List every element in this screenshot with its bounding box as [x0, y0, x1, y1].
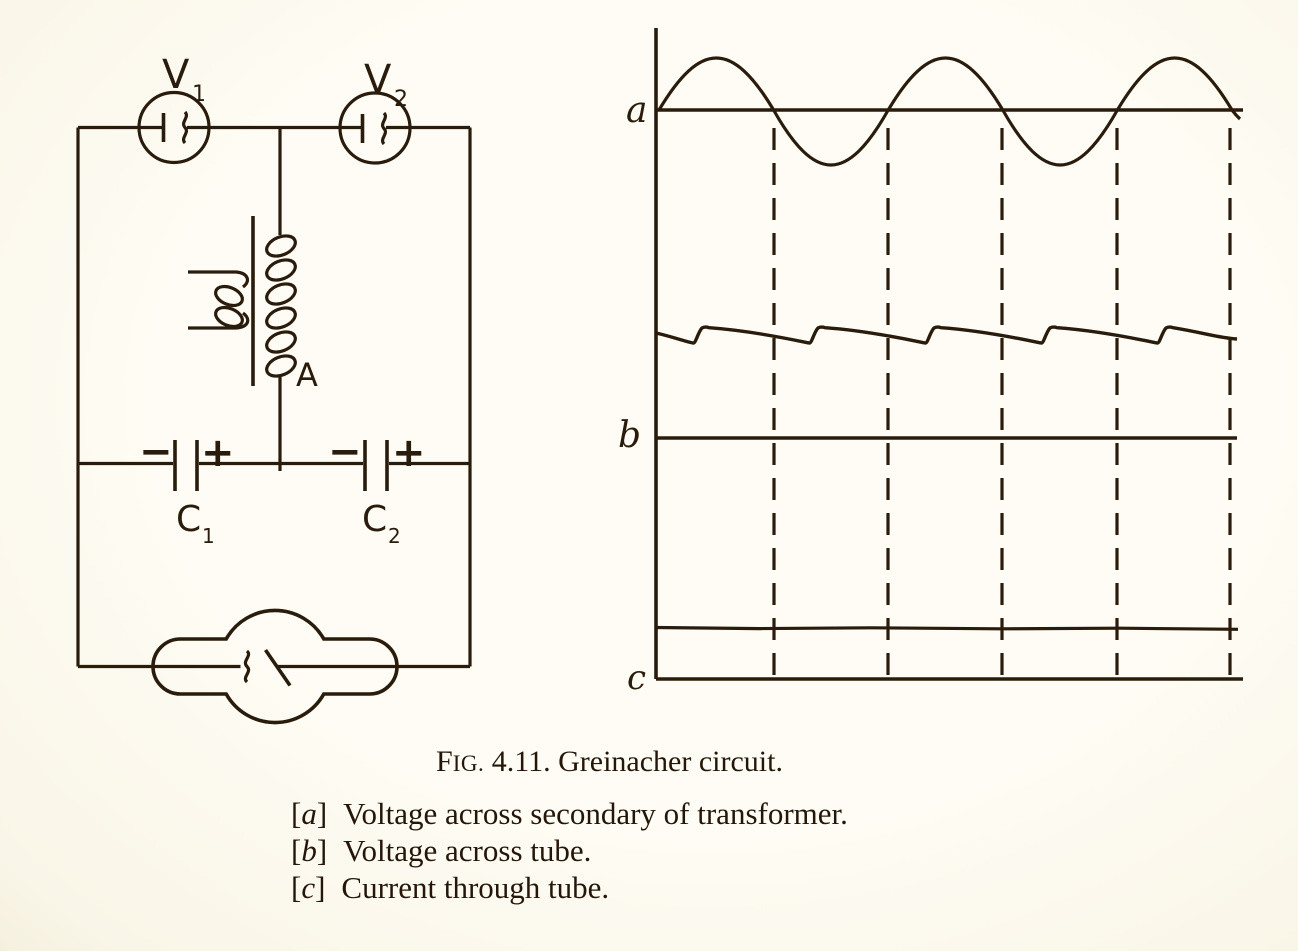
xray-tube-envelope — [151, 608, 399, 725]
graph-labels: a b c — [618, 90, 647, 698]
primary-coil — [188, 270, 250, 330]
circuit-labels: V 1 V 2 A C 1 C 2 − + − + — [139, 52, 426, 548]
c2-plus-sign: + — [392, 430, 426, 476]
capacitor-c2-label-sub: 2 — [388, 524, 401, 548]
waveform-graphs — [654, 28, 1243, 681]
trace-b-ripple-wave — [655, 325, 1238, 345]
trace-a-label: a — [626, 90, 647, 131]
capacitor-c1-label: C — [176, 499, 201, 540]
xray-tube-target — [264, 648, 292, 687]
valve-v1-filament — [182, 110, 188, 145]
circuit-diagram — [76, 90, 472, 725]
c1-plus-sign: + — [201, 430, 235, 476]
trace-c-label: c — [627, 658, 646, 698]
trace-a-sine-wave — [657, 56, 1242, 167]
capacitor-c1-label-sub: 1 — [202, 524, 215, 548]
valve-v2-label: V — [364, 57, 392, 103]
valve-v1-label: V — [162, 52, 190, 98]
trace-b-label: b — [618, 415, 641, 456]
valve-v2-envelope — [338, 91, 412, 165]
transformer — [188, 216, 297, 386]
trace-c-current-line — [655, 625, 1239, 631]
valve-v2-filament — [381, 111, 387, 146]
capacitor-c2-label: C — [362, 499, 387, 540]
valve-v1 — [137, 90, 211, 165]
c1-minus-sign: − — [139, 429, 173, 475]
valve-v2-label-sub: 2 — [394, 87, 408, 112]
c2-minus-sign: − — [328, 429, 362, 475]
dashed-gridlines — [772, 128, 1232, 679]
secondary-coil — [265, 234, 297, 378]
valve-v2 — [338, 91, 412, 165]
valve-v1-label-sub: 1 — [192, 82, 206, 107]
capacitor-c2 — [363, 440, 389, 491]
xray-tube-filament — [243, 649, 251, 684]
valve-v1-envelope — [137, 90, 211, 165]
anode-point-label: A — [296, 356, 318, 394]
capacitor-c1 — [173, 440, 199, 491]
xray-tube — [151, 608, 399, 725]
